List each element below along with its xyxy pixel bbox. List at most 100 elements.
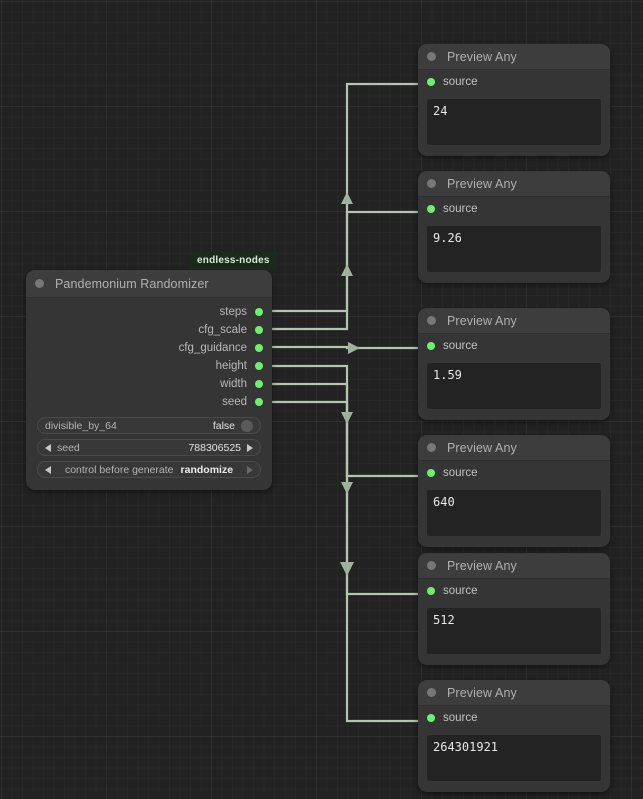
input-port-dot[interactable] bbox=[427, 469, 435, 477]
input-port-dot[interactable] bbox=[427, 714, 435, 722]
collapse-icon[interactable] bbox=[35, 279, 44, 288]
node-preview-any-2[interactable]: Preview Any source 9.26 bbox=[418, 171, 610, 283]
node-header[interactable]: Preview Any bbox=[418, 553, 610, 579]
input-slot-label: source bbox=[443, 340, 478, 352]
preview-value-text[interactable]: 512 bbox=[427, 608, 601, 654]
preview-value-text[interactable]: 264301921 bbox=[427, 735, 601, 781]
node-pandemonium-randomizer[interactable]: Pandemonium Randomizer steps cfg_scale c… bbox=[26, 270, 272, 490]
link-cfg-guidance bbox=[270, 345, 421, 350]
node-title: Preview Any bbox=[447, 440, 517, 455]
input-port-dot[interactable] bbox=[427, 587, 435, 595]
output-slot-list: steps cfg_scale cfg_guidance height widt… bbox=[26, 298, 272, 411]
link-direction-arrows bbox=[340, 192, 360, 576]
input-slot-label: source bbox=[443, 467, 478, 479]
output-slot-label: height bbox=[215, 360, 247, 372]
output-port-dot[interactable] bbox=[255, 362, 263, 370]
input-slot-source[interactable]: source bbox=[418, 461, 610, 485]
link-arrow-down-3 bbox=[340, 562, 354, 576]
node-preview-any-3[interactable]: Preview Any source 1.59 bbox=[418, 308, 610, 420]
output-slot-label: steps bbox=[219, 306, 248, 318]
output-port-dot[interactable] bbox=[255, 398, 263, 406]
widget-label: control before generate bbox=[64, 463, 174, 476]
link-arrow-right-1 bbox=[348, 342, 360, 354]
input-slot-label: source bbox=[443, 203, 478, 215]
node-header[interactable]: Preview Any bbox=[418, 171, 610, 197]
collapse-icon[interactable] bbox=[427, 52, 436, 61]
input-slot-source[interactable]: source bbox=[418, 70, 610, 94]
output-slot-label: seed bbox=[222, 396, 247, 408]
input-port-dot[interactable] bbox=[427, 205, 435, 213]
input-slot-source[interactable]: source bbox=[418, 197, 610, 221]
node-title: Pandemonium Randomizer bbox=[55, 276, 209, 291]
widget-value[interactable]: 788306525 bbox=[188, 441, 241, 454]
node-header[interactable]: Preview Any bbox=[418, 308, 610, 334]
widget-divisible-by-64[interactable]: divisible_by_64 false bbox=[37, 417, 261, 434]
input-slot-label: source bbox=[443, 712, 478, 724]
preview-value-text[interactable]: 1.59 bbox=[427, 363, 601, 409]
node-title: Preview Any bbox=[447, 49, 517, 64]
link-width bbox=[270, 382, 421, 596]
preview-value-text[interactable]: 640 bbox=[427, 490, 601, 536]
link-seed bbox=[270, 400, 421, 723]
node-preview-any-4[interactable]: Preview Any source 640 bbox=[418, 435, 610, 547]
link-arrow-down-1 bbox=[341, 412, 353, 424]
output-slot-label: width bbox=[220, 378, 247, 390]
input-port-dot[interactable] bbox=[427, 342, 435, 350]
output-slot-steps[interactable]: steps bbox=[26, 303, 272, 321]
collapse-icon[interactable] bbox=[427, 561, 436, 570]
input-slot-label: source bbox=[443, 585, 478, 597]
link-arrow-down-2 bbox=[341, 482, 353, 494]
output-slot-seed[interactable]: seed bbox=[26, 393, 272, 411]
chevron-right-icon[interactable] bbox=[247, 443, 253, 452]
collapse-icon[interactable] bbox=[427, 443, 436, 452]
input-port-dot[interactable] bbox=[427, 78, 435, 86]
node-preview-any-6[interactable]: Preview Any source 264301921 bbox=[418, 680, 610, 792]
toggle-switch-knob[interactable] bbox=[241, 419, 253, 432]
link-height bbox=[270, 364, 421, 478]
node-title: Preview Any bbox=[447, 558, 517, 573]
output-port-dot[interactable] bbox=[255, 344, 263, 352]
node-header[interactable]: Preview Any bbox=[418, 44, 610, 70]
widget-seed[interactable]: seed 788306525 bbox=[37, 439, 261, 456]
input-slot-label: source bbox=[443, 76, 478, 88]
widget-label: seed bbox=[57, 441, 80, 454]
node-header[interactable]: Preview Any bbox=[418, 435, 610, 461]
node-title: Preview Any bbox=[447, 313, 517, 328]
link-arrow-up-1 bbox=[341, 192, 353, 204]
output-slot-label: cfg_guidance bbox=[178, 342, 247, 354]
widget-value: false bbox=[212, 419, 235, 432]
output-port-dot[interactable] bbox=[255, 380, 263, 388]
collapse-icon[interactable] bbox=[427, 179, 436, 188]
widget-list: divisible_by_64 false seed 788306525 con… bbox=[26, 411, 272, 490]
link-cfg-scale bbox=[270, 210, 421, 331]
widget-control-before-generate[interactable]: control before generate randomize bbox=[37, 461, 261, 478]
preview-value-text[interactable]: 24 bbox=[427, 99, 601, 145]
chevron-left-icon[interactable] bbox=[45, 465, 51, 474]
output-slot-label: cfg_scale bbox=[198, 324, 247, 336]
node-header[interactable]: Preview Any bbox=[418, 680, 610, 706]
output-slot-width[interactable]: width bbox=[26, 375, 272, 393]
node-preview-any-5[interactable]: Preview Any source 512 bbox=[418, 553, 610, 665]
widget-value[interactable]: randomize bbox=[180, 463, 234, 476]
output-port-dot[interactable] bbox=[255, 326, 263, 334]
input-slot-source[interactable]: source bbox=[418, 579, 610, 603]
link-arrow-up-2 bbox=[341, 264, 353, 276]
output-slot-cfg-guidance[interactable]: cfg_guidance bbox=[26, 339, 272, 357]
node-preview-any-1[interactable]: Preview Any source 24 bbox=[418, 44, 610, 156]
output-port-dot[interactable] bbox=[255, 308, 263, 316]
collapse-icon[interactable] bbox=[427, 688, 436, 697]
collapse-icon[interactable] bbox=[427, 316, 436, 325]
node-title: Preview Any bbox=[447, 685, 517, 700]
output-slot-cfg-scale[interactable]: cfg_scale bbox=[26, 321, 272, 339]
widget-label: divisible_by_64 bbox=[45, 419, 117, 432]
output-slot-height[interactable]: height bbox=[26, 357, 272, 375]
chevron-right-icon[interactable] bbox=[247, 465, 253, 474]
chevron-left-icon[interactable] bbox=[45, 443, 51, 452]
node-header[interactable]: Pandemonium Randomizer bbox=[26, 270, 272, 298]
preview-value-text[interactable]: 9.26 bbox=[427, 226, 601, 272]
input-slot-source[interactable]: source bbox=[418, 334, 610, 358]
input-slot-source[interactable]: source bbox=[418, 706, 610, 730]
node-title: Preview Any bbox=[447, 176, 517, 191]
node-pack-badge: endless-nodes bbox=[189, 252, 278, 270]
